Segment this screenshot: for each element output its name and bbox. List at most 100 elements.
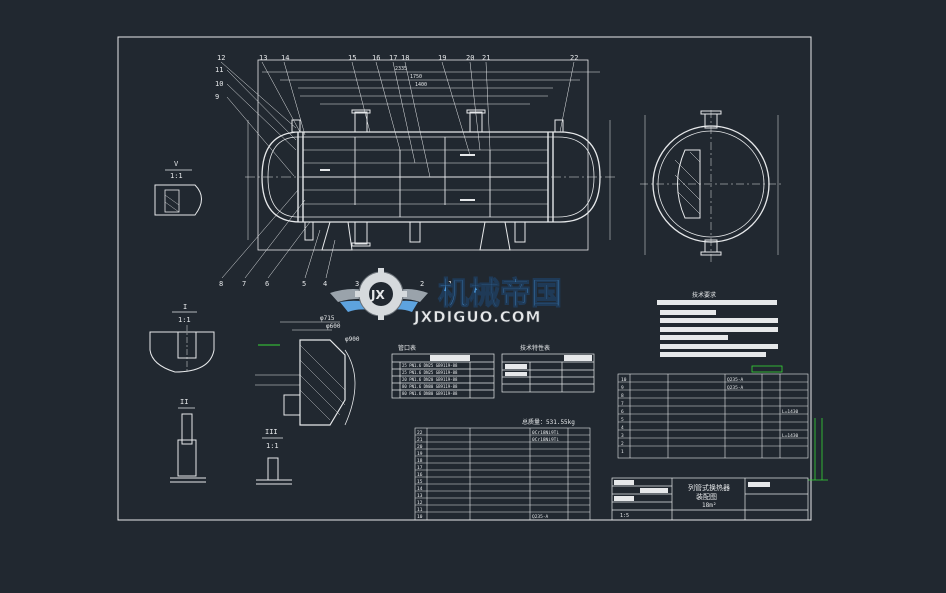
flange-detail-labels: φ715 φ600 φ900 [320, 315, 360, 343]
vent-nozzle [554, 119, 564, 133]
view-frame [257, 59, 589, 251]
leader-line [441, 61, 471, 156]
view-scale: 1:1 [170, 172, 183, 180]
bom-right-text: 10 9 8 7 6 5 4 3 2 1 Q235-A Q235-A L=143… [621, 377, 799, 455]
flange-section [299, 339, 346, 426]
part-number-label: 18 [401, 54, 409, 62]
leader-line [267, 221, 311, 279]
total-mass: 总质量：531.55kg [522, 418, 575, 426]
part-number-label: 14 [281, 54, 289, 62]
requirement-line [660, 327, 778, 332]
green-annotations [751, 365, 828, 481]
view-label: II [180, 398, 188, 406]
gear-tooth [378, 268, 384, 274]
detail-iii-body [267, 457, 279, 481]
view-label: V [174, 160, 179, 168]
leader-line [226, 83, 297, 151]
table-cell-fill [505, 364, 527, 369]
detail-view-ii [170, 407, 206, 483]
flange-detail-view [255, 321, 356, 426]
bom-item-no: 20 [417, 444, 423, 450]
bom-note: L=1430 [782, 433, 799, 439]
leader-line [375, 61, 401, 151]
table-cell: 20 PN1.6 DN20 GB9119-88 [402, 377, 458, 382]
bom-right-frame [617, 373, 809, 459]
part-number-label: 9 [215, 93, 219, 101]
leader-line [304, 229, 321, 279]
view-scale: 1:1 [266, 442, 279, 450]
leader-line [226, 69, 297, 141]
dimension-text: φ715 [320, 315, 335, 322]
part-number-label: 7 [242, 280, 246, 288]
tech-table [501, 353, 595, 393]
requirement-line [660, 335, 728, 340]
requirement-line [660, 344, 778, 349]
green-box [751, 365, 783, 373]
table-header-fill [430, 355, 470, 361]
requirement-line [657, 300, 777, 305]
leader-line [404, 61, 431, 178]
dimension-text: φ900 [345, 336, 360, 343]
hatch-line [689, 151, 701, 163]
gear-tooth [378, 314, 384, 320]
bom-item-no: 8 [621, 393, 624, 399]
leader-line [392, 61, 416, 164]
part-labels: 12 13 14 15 16 17 18 19 20 21 22 11 10 9… [215, 54, 578, 288]
watermark-url: JXDIGUO.COM [413, 308, 541, 326]
drawing-area: 18m² [702, 502, 716, 509]
table-cell: 80 PN1.6 DN80 GB9119-88 [402, 391, 458, 396]
part-number-label: 17 [389, 54, 397, 62]
bom-item-no: 2 [621, 441, 624, 447]
part-number-label: 5 [302, 280, 306, 288]
nozzle-table [391, 353, 495, 399]
detail-view-v [154, 169, 202, 216]
bom-item-no: 12 [417, 500, 423, 506]
view-scale: 1:1 [178, 316, 191, 324]
tech-table-text: 技术特性表 总质量：531.55kg [520, 344, 575, 426]
bom-item-no: 10 [417, 514, 423, 520]
hatch-line [677, 191, 701, 215]
part-number-label: 4 [323, 280, 327, 288]
part-number-label: 11 [215, 66, 223, 74]
part-number-label: 16 [372, 54, 380, 62]
leader-line [469, 61, 481, 151]
shell-arc [344, 349, 356, 426]
bom-item-no: 9 [621, 385, 624, 391]
table-title: 技术特性表 [520, 344, 550, 352]
detail-v-labels: V 1:1 [170, 160, 183, 180]
requirement-line [660, 352, 766, 357]
table-cell-fill [505, 372, 527, 376]
bom-item-no: 1 [621, 449, 624, 455]
bom-item-no: 21 [417, 437, 423, 443]
bom-item-no: 14 [417, 486, 423, 492]
detail-ii-body [177, 439, 197, 477]
part-number-label: 15 [348, 54, 356, 62]
bottom-nozzle [409, 221, 421, 243]
part-number-label: 21 [482, 54, 490, 62]
detail-v-section [164, 189, 180, 213]
dimension-text: 2335 [395, 66, 407, 72]
bom-item-no: 4 [621, 425, 624, 431]
bom-material: Q235-A [727, 377, 744, 383]
bom-item-no: 5 [621, 417, 624, 423]
leader-line [221, 189, 299, 279]
bom-left-text: 22 21 20 19 18 17 16 15 14 13 12 11 10 0… [417, 430, 559, 520]
part-number-label: 1 [448, 280, 452, 288]
title-block [611, 477, 809, 521]
watermark: JX 机械帝国 JXDIGUO.COM [330, 268, 563, 326]
drawing-scale: 1:5 [620, 513, 629, 519]
main-elevation-view [220, 59, 615, 279]
detail-view-iii [256, 437, 292, 485]
tech-requirements: 技术要求 [657, 291, 778, 357]
table-cell: 80 PN1.6 DN80 GB9119-88 [402, 384, 458, 389]
watermark-brand: 机械帝国 [438, 276, 562, 312]
view-label: I [183, 303, 187, 311]
part-number-label: 19 [438, 54, 446, 62]
drawing-name: 列管式换热器 [688, 483, 730, 492]
bom-item-no: 10 [621, 377, 627, 383]
vent-nozzle [291, 119, 301, 133]
hatch-line [299, 344, 346, 391]
shell-inner [267, 136, 595, 218]
watermark-gear-hub [369, 282, 393, 306]
